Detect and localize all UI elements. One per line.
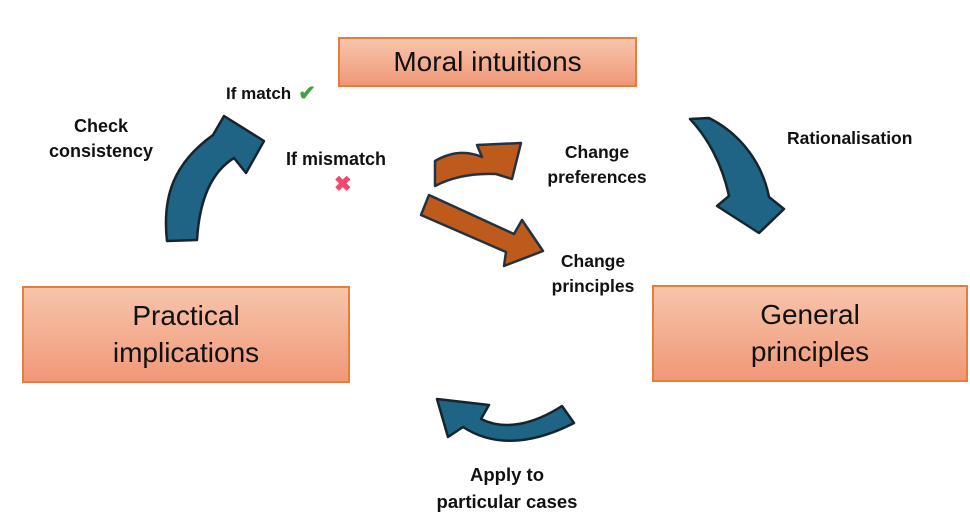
if-match-label: If match ✔: [226, 83, 316, 104]
if-match-text: If match: [226, 83, 292, 103]
check-consistency-arrow: [164, 114, 266, 243]
rationalisation-arrow: [688, 116, 786, 235]
practical-implications-box: Practical implications: [22, 286, 350, 383]
moral-intuitions-box: Moral intuitions: [338, 37, 637, 87]
if-mismatch-label: If mismatch: [286, 149, 387, 169]
change-principles-label: Change principles: [551, 251, 635, 296]
change-preferences-label: Change preferences: [547, 142, 647, 187]
rationalisation-label: Rationalisation: [787, 128, 913, 148]
change-preferences-arrow: [433, 141, 523, 188]
check-icon: ✔: [298, 82, 316, 105]
apply-to-cases-label: Apply to particular cases: [436, 464, 578, 512]
cross-icon: ✖: [334, 173, 352, 196]
change-principles-arrow: [419, 193, 545, 268]
general-principles-box: General principles: [652, 285, 968, 382]
check-consistency-label: Check consistency: [48, 116, 154, 161]
apply-to-cases-arrow: [435, 397, 576, 442]
